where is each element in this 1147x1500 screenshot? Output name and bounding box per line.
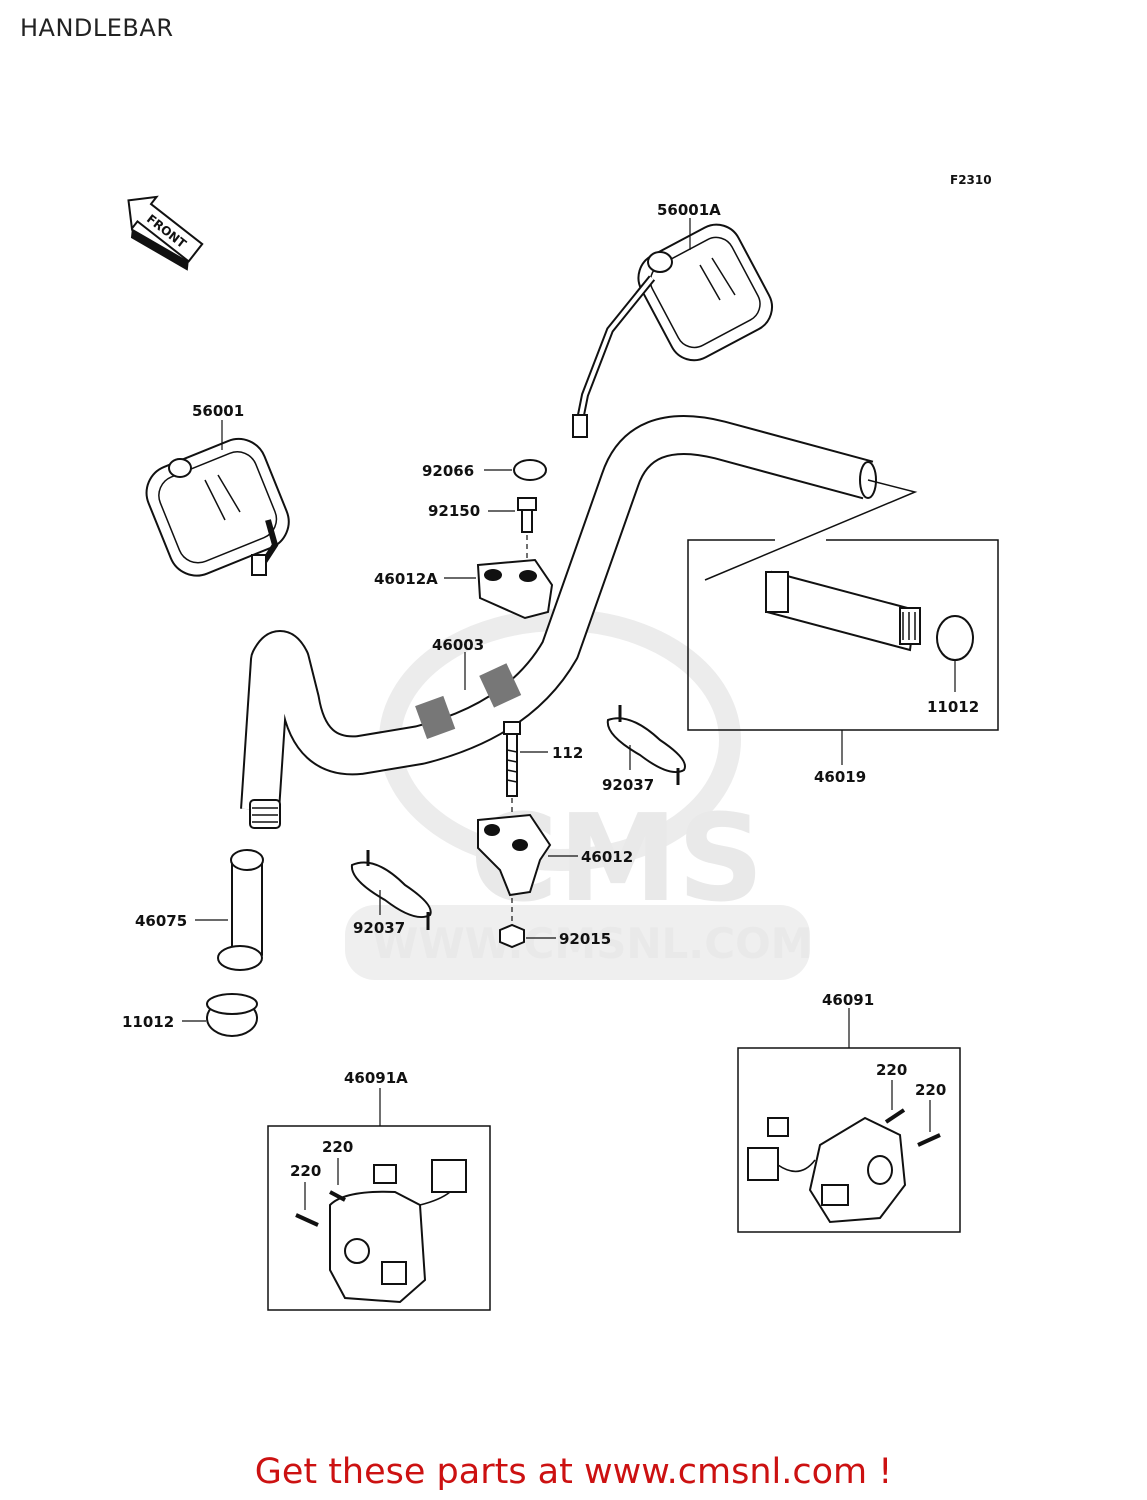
callout-220-r2: 220 (915, 1081, 946, 1099)
page-title: HANDLEBAR (20, 14, 174, 42)
cap-92066 (513, 459, 547, 481)
promo-link[interactable]: Get these parts at www.cmsnl.com ! (254, 1452, 893, 1492)
throttle-grip (765, 570, 917, 652)
holder-46012a (476, 558, 554, 620)
callout-220-l1: 220 (322, 1138, 353, 1156)
callout-56001: 56001 (192, 402, 244, 420)
nut-92015 (499, 923, 525, 949)
callout-92037-left: 92037 (353, 919, 405, 937)
callout-92015: 92015 (559, 930, 611, 948)
parts-diagram: CMS WWW.CMSNL.COM F2310 FRONT 56001A 560… (122, 173, 999, 1311)
callout-92066: 92066 (422, 462, 474, 480)
clamp-92037-right (606, 705, 686, 785)
mirror-left (145, 438, 290, 577)
callout-11012-left: 11012 (122, 1013, 174, 1031)
grip-46075 (217, 849, 264, 971)
callout-46019: 46019 (814, 768, 866, 786)
figure-code: F2310 (950, 173, 992, 187)
front-arrow-icon: FRONT (127, 195, 204, 271)
callout-220-r1: 220 (876, 1061, 907, 1079)
watermark: CMS WWW.CMSNL.COM (345, 609, 813, 980)
callout-92150: 92150 (428, 502, 480, 520)
cap-11012-left (206, 993, 258, 1037)
holder-46012 (477, 813, 552, 897)
callout-220-l2: 220 (290, 1162, 321, 1180)
callout-46091a: 46091A (344, 1069, 408, 1087)
callout-56001a: 56001A (657, 201, 721, 219)
switch-right-box (737, 1047, 961, 1233)
switch-left-box (267, 1125, 491, 1311)
bolt-112 (503, 721, 521, 797)
callout-112: 112 (552, 744, 583, 762)
bolt-92150 (517, 497, 537, 533)
callout-46091: 46091 (822, 991, 874, 1009)
throttle-grip-box (687, 479, 999, 731)
handlebar-46003 (240, 415, 877, 829)
watermark-url: WWW.CMSNL.COM (372, 919, 813, 968)
callout-11012-right: 11012 (927, 698, 979, 716)
callout-46003: 46003 (432, 636, 484, 654)
callout-92037-right: 92037 (602, 776, 654, 794)
callout-46012: 46012 (581, 848, 633, 866)
cap-11012-right (936, 615, 974, 661)
callout-46075: 46075 (135, 912, 187, 930)
mirror-right (572, 223, 773, 438)
callout-46012a: 46012A (374, 570, 438, 588)
clamp-92037-left (350, 850, 432, 930)
switch-housing-left (329, 1190, 427, 1304)
